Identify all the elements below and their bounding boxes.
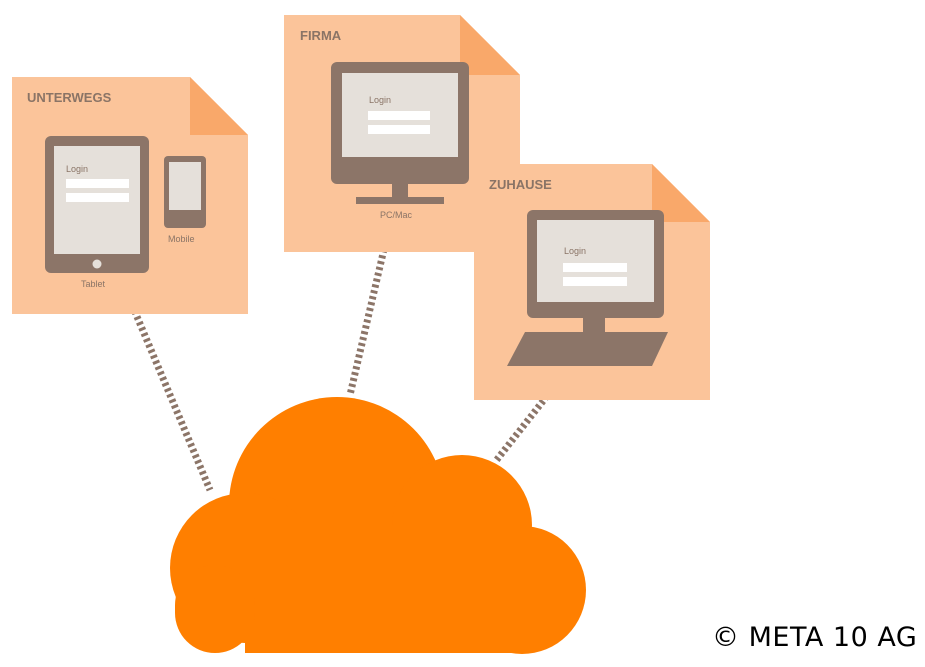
mobile-icon (164, 156, 206, 228)
card-zuhause-fold (652, 164, 710, 222)
connector-zuhause (492, 379, 561, 465)
firma-login-label: Login (369, 95, 391, 105)
card-firma-fold (460, 15, 520, 75)
tablet-label: Tablet (81, 279, 106, 289)
firma-device-label: PC/Mac (380, 210, 413, 220)
card-unterwegs-fold (190, 77, 248, 135)
mobile-label: Mobile (168, 234, 195, 244)
card-zuhause-title: ZUHAUSE (489, 177, 552, 192)
copyright-notice: © META 10 AG (712, 622, 918, 653)
card-unterwegs-title: UNTERWEGS (27, 90, 112, 105)
tablet-icon (45, 136, 149, 273)
card-unterwegs: UNTERWEGS Login Tablet Mobile (12, 77, 248, 314)
connector-unterwegs (126, 298, 214, 492)
connectors (126, 231, 561, 492)
card-firma: FIRMA Login PC/Mac (284, 15, 520, 252)
connector-firma (346, 231, 392, 396)
zuhause-login-label: Login (564, 246, 586, 256)
card-firma-title: FIRMA (300, 28, 342, 43)
card-zuhause: ZUHAUSE Login (474, 164, 710, 400)
tablet-login-label: Login (66, 164, 88, 174)
desktop-monitor-icon (331, 62, 469, 204)
laptop-icon (507, 210, 668, 366)
cloud-icon (170, 397, 586, 654)
